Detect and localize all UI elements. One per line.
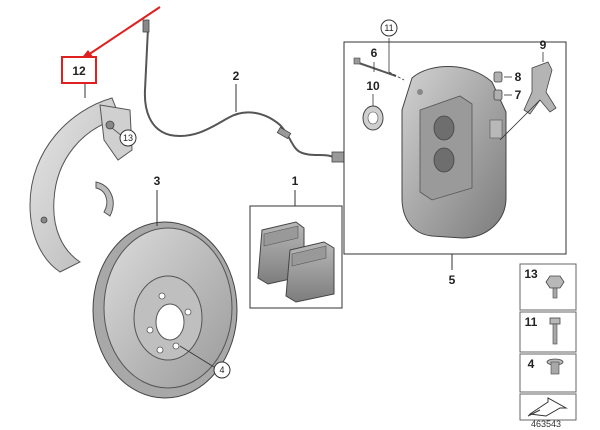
callout-4-circle[interactable]: 4 [213,361,231,379]
callout-10-label[interactable]: 10 [366,79,380,93]
legend-row-13[interactable] [519,263,577,311]
callout-13-label: 13 [123,133,133,143]
brake-pads-box [249,205,343,309]
callout-11-label: 11 [384,23,393,33]
brake-disc-part[interactable] [92,221,238,399]
brake-shield-part[interactable] [29,97,133,273]
fastener-legend: 13 11 4 [519,263,577,421]
anti-rattle-spring-part[interactable] [523,61,557,115]
callout-12-box[interactable]: 12 [61,56,97,84]
legend-label-13: 13 [524,267,538,281]
bolt-13-icon [545,275,565,299]
callout-8-label[interactable]: 8 [515,70,522,84]
callout-4-label: 4 [219,365,224,375]
callout-11-circle[interactable]: 11 [380,19,398,37]
callout-7-label[interactable]: 7 [515,88,522,102]
shop-arrow-icon [527,397,568,417]
pin-part-8[interactable] [493,71,503,83]
bleed-screw-part[interactable] [353,57,397,77]
diagram-reference-number: 463543 [531,419,561,429]
callout-2-label[interactable]: 2 [233,69,240,83]
wear-sensor-cable-part[interactable] [142,19,345,163]
callout-3-label[interactable]: 3 [154,174,161,188]
leader-line-9b [499,99,541,141]
caliper-group-box [343,41,567,255]
bolt-4-icon [546,358,564,375]
legend-label-11: 11 [525,315,538,329]
callout-6-label[interactable]: 6 [371,46,378,60]
callout-12-label: 12 [72,64,86,78]
callout-1-label[interactable]: 1 [292,174,299,188]
legend-label-4: 4 [528,357,535,371]
callout-13-circle[interactable]: 13 [119,129,137,147]
callout-9-label[interactable]: 9 [540,38,547,52]
seal-ring-part[interactable] [362,105,384,131]
pin-part-7[interactable] [493,89,503,101]
leader-line-4 [179,345,215,368]
bolt-11-icon [549,317,561,345]
brake-caliper-part[interactable] [401,66,507,239]
callout-5-label[interactable]: 5 [449,273,456,287]
legend-row-11[interactable] [519,311,577,353]
brake-pads-part[interactable] [257,221,335,303]
